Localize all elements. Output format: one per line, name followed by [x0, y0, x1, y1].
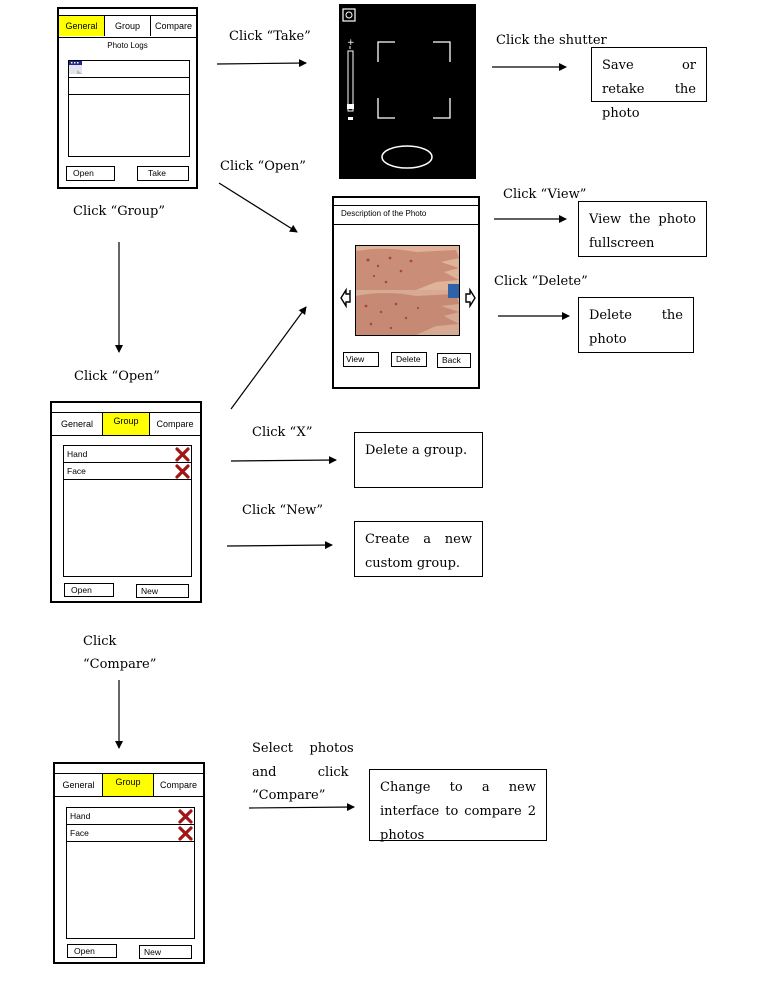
note-view-fullscreen: View the photo fullscreen — [578, 201, 707, 257]
tab-group[interactable]: Group — [105, 16, 151, 36]
arrow-open-mid — [230, 306, 307, 410]
open-button[interactable]: Open — [64, 583, 114, 597]
tab-general[interactable]: General — [59, 16, 105, 36]
note-create-group: Create a new custom group. — [354, 521, 483, 577]
delete-button[interactable]: Delete — [391, 352, 427, 367]
photo-thumbnail-icon — [69, 61, 84, 75]
note-save-retake: Save or retake the photo — [591, 47, 707, 121]
delete-x-icon[interactable] — [178, 826, 193, 841]
take-button[interactable]: Take — [137, 166, 189, 181]
new-button[interactable]: New — [136, 584, 189, 598]
tab-bar: General Group Compare — [52, 412, 200, 436]
tab-group[interactable]: Group — [103, 413, 150, 435]
photo-log-row[interactable] — [69, 78, 189, 95]
arrow-new — [226, 541, 333, 550]
label-click-compare-line2: “Compare” — [83, 657, 157, 672]
photo-log-list — [68, 60, 190, 157]
label-click-delete: Click “Delete” — [494, 274, 588, 289]
delete-x-icon[interactable] — [175, 447, 190, 462]
tab-compare[interactable]: Compare — [156, 419, 194, 429]
tab-general[interactable]: General — [55, 774, 103, 796]
group-name: Hand — [67, 449, 88, 459]
photo-image[interactable] — [355, 245, 460, 336]
tab-bar: General Group Compare — [55, 773, 203, 797]
label-click-compare-line1: Click — [83, 634, 117, 649]
open-button[interactable]: Open — [66, 166, 115, 181]
group-row-hand[interactable]: Hand — [64, 446, 191, 463]
label-click-open-mid: Click “Open” — [74, 369, 160, 384]
arrow-open-top — [218, 182, 298, 233]
arrow-select — [248, 803, 355, 812]
group-name: Face — [67, 466, 86, 476]
label-click-view: Click “View” — [503, 187, 587, 202]
note-compare-interface: Change to a new interface to compare 2 p… — [369, 769, 547, 843]
group-list: Hand Face — [66, 807, 195, 939]
label-select-photos-line1: Select photos — [252, 741, 354, 756]
photo-logs-heading: Photo Logs — [107, 41, 148, 50]
svg-text:+: + — [347, 38, 355, 48]
tab-general[interactable]: General — [52, 413, 103, 435]
tab-compare[interactable]: Compare — [154, 21, 192, 31]
tab-compare[interactable]: Compare — [159, 780, 197, 790]
tab-group[interactable]: Group — [103, 774, 154, 796]
compare-screen-mockup: General Group Compare Hand Face Open New — [53, 762, 205, 964]
back-button[interactable]: Back — [437, 353, 471, 368]
label-select-photos-line2: and click — [252, 765, 349, 780]
next-arrow-icon[interactable] — [464, 287, 476, 309]
new-button[interactable]: New — [139, 945, 192, 959]
group-screen-mockup: General Group Compare Hand Face Open New — [50, 401, 202, 603]
label-click-group: Click “Group” — [73, 204, 165, 219]
general-screen-mockup: General Group Compare Photo Logs Open Ta… — [57, 7, 198, 189]
label-select-photos-line3: “Compare” — [252, 788, 326, 803]
label-click-shutter: Click the shutter — [496, 33, 607, 48]
photo-log-row[interactable] — [69, 61, 189, 78]
group-name: Face — [70, 828, 89, 838]
group-row-face[interactable]: Face — [67, 825, 194, 842]
note-delete-photo: Delete the photo — [578, 297, 694, 353]
delete-x-icon[interactable] — [175, 464, 190, 479]
photo-description-header: Description of the Photo — [334, 205, 478, 225]
previous-arrow-icon[interactable] — [340, 287, 352, 309]
label-click-open-top: Click “Open” — [220, 159, 306, 174]
group-row-hand[interactable]: Hand — [67, 808, 194, 825]
camera-screen-mockup: + — [339, 4, 476, 179]
open-button[interactable]: Open — [67, 944, 117, 958]
label-click-new: Click “New” — [242, 503, 324, 518]
arrow-take — [216, 59, 307, 68]
group-row-face[interactable]: Face — [64, 463, 191, 480]
label-click-x: Click “X” — [252, 425, 313, 440]
group-name: Hand — [70, 811, 91, 821]
note-delete-group: Delete a group. — [354, 432, 483, 488]
delete-x-icon[interactable] — [178, 809, 193, 824]
label-click-take: Click “Take” — [229, 29, 311, 44]
arrow-x — [230, 456, 337, 465]
photo-detail-screen-mockup: Description of the Photo View Delete Bac… — [332, 196, 480, 389]
group-list: Hand Face — [63, 445, 192, 577]
view-button[interactable]: View — [343, 352, 379, 367]
tab-bar: General Group Compare — [59, 15, 196, 38]
